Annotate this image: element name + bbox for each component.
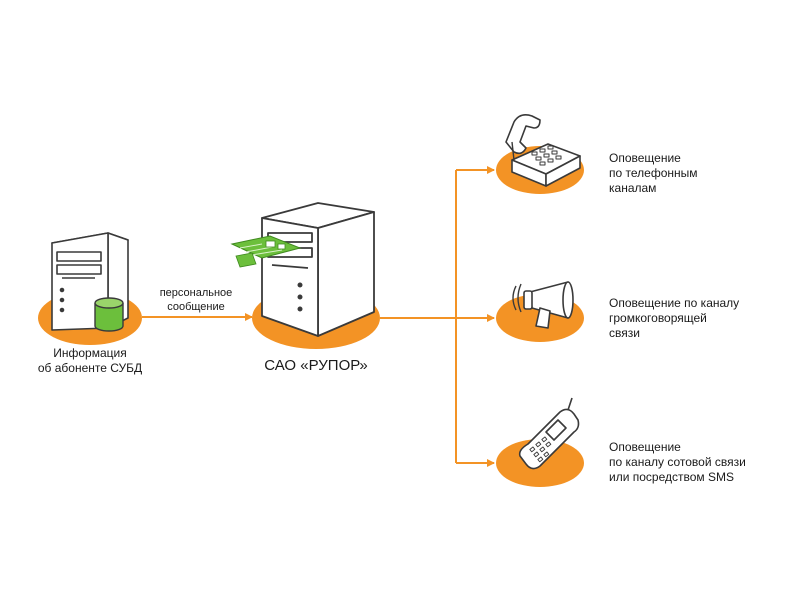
- output-label-phone: Оповещение по телефонным каналам: [609, 151, 789, 196]
- output-megaphone-line2: громкоговорящей: [609, 311, 707, 325]
- output-label-megaphone: Оповещение по каналу громкоговорящей свя…: [609, 296, 789, 341]
- main-server-icon: [261, 202, 375, 337]
- connector-label-line2: сообщение: [167, 301, 225, 313]
- source-label-line1: Информация: [53, 346, 127, 360]
- connector-label-line1: персональное: [159, 287, 233, 299]
- output-phone-line1: Оповещение: [609, 151, 681, 165]
- output-mobile-line2: по каналу сотовой связи: [609, 455, 746, 469]
- output-phone-line3: каналам: [609, 181, 657, 195]
- server-label: САО «РУПОР»: [264, 357, 368, 374]
- source-label: Информация об абоненте СУБД: [20, 346, 160, 376]
- output-megaphone-line1: Оповещение по каналу: [609, 296, 740, 310]
- mobile-phone-icon: [518, 397, 580, 470]
- output-phone-line2: по телефонным: [609, 166, 698, 180]
- connectors: [142, 166, 495, 467]
- connector-label: персональное сообщение: [146, 286, 246, 314]
- output-mobile-line3: или посредством SMS: [609, 470, 734, 484]
- output-label-mobile: Оповещение по каналу сотовой связи или п…: [609, 440, 794, 485]
- output-mobile-line1: Оповещение: [609, 440, 681, 454]
- circuit-board-icon: [230, 235, 302, 268]
- desk-phone-icon: [505, 114, 581, 187]
- database-cylinder-icon: [94, 297, 124, 332]
- source-label-line2: об абоненте СУБД: [37, 361, 143, 375]
- megaphone-icon: [512, 281, 574, 329]
- output-megaphone-line3: связи: [609, 326, 640, 340]
